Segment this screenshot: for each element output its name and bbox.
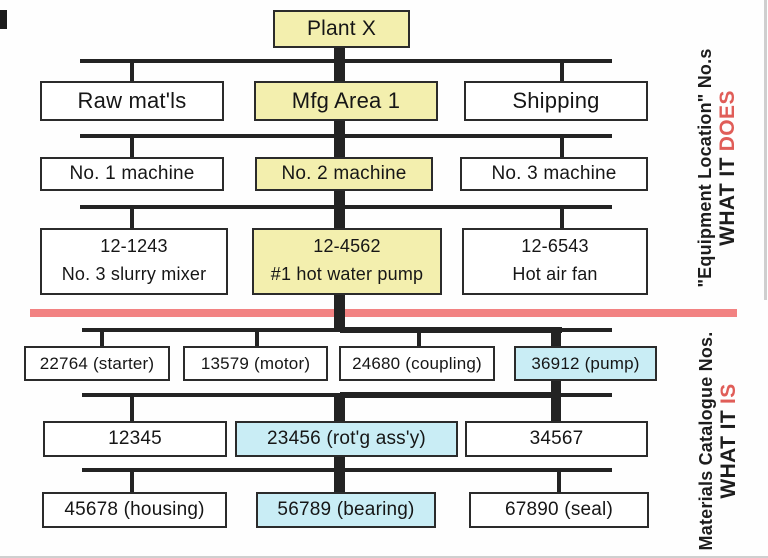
stub-machine1 — [130, 137, 134, 158]
materials-catalogue-caption: Materials Catalogue Nos. — [696, 331, 716, 551]
node-raw-materials: Raw mat'ls — [40, 81, 224, 121]
stub-coupling — [417, 331, 421, 346]
side-label-materials-catalogue: Materials Catalogue Nos. WHAT ITIS — [696, 316, 748, 558]
connector-rail-3 — [80, 205, 612, 209]
scan-edge-streak — [764, 0, 767, 300]
scan-speck — [0, 10, 7, 29]
trunk-plant-to-area — [334, 46, 345, 83]
equipment-code: 12-6543 — [521, 236, 589, 256]
red-divider-line — [30, 309, 737, 317]
stub-equip-right — [560, 208, 564, 229]
connector-rail-6 — [82, 468, 612, 472]
stub-shipping — [560, 62, 564, 82]
equipment-code: 12-1243 — [100, 236, 168, 256]
stub-12345 — [130, 396, 134, 422]
trunk-machine-to-equipment — [334, 189, 345, 230]
node-plant-x: Plant X — [273, 10, 410, 48]
connector-rail-2 — [80, 134, 612, 138]
equipment-location-caption: "Equipment Location" No.s — [695, 48, 715, 288]
node-hot-air-fan: 12-6543 Hot air fan — [462, 228, 648, 295]
stub-machine3 — [560, 137, 564, 158]
scan-bottom-edge — [0, 556, 768, 558]
connector-rail-5-heavy — [340, 392, 558, 398]
stub-starter — [100, 331, 104, 346]
equipment-name: Hot air fan — [512, 264, 598, 285]
node-slurry-mixer: 12-1243 No. 3 slurry mixer — [40, 228, 228, 295]
trunk-area-to-machine — [334, 119, 345, 159]
node-shipping: Shipping — [464, 81, 648, 121]
stub-seal — [557, 471, 561, 493]
node-motor: 13579 (motor) — [183, 346, 328, 381]
trunk-assembly-to-bearing — [334, 455, 345, 494]
equipment-name: #1 hot water pump — [270, 264, 424, 285]
what-it-is-caption: WHAT ITIS — [717, 383, 740, 499]
equipment-code: 12-4562 — [313, 236, 381, 256]
connector-rail-1 — [80, 59, 612, 63]
node-hot-water-pump: 12-4562 #1 hot water pump — [252, 228, 442, 295]
node-12345: 12345 — [43, 421, 227, 457]
connector-rail-4-heavy — [340, 327, 562, 333]
stub-housing — [130, 471, 134, 493]
node-pump: 36912 (pump) — [514, 346, 657, 381]
node-machine-2: No. 2 machine — [255, 157, 433, 191]
stub-motor — [255, 331, 259, 346]
side-label-equipment-location: "Equipment Location" No.s WHAT ITDOES — [695, 28, 747, 308]
node-34567: 34567 — [465, 421, 648, 457]
trunk-rail4-to-pump — [551, 332, 561, 347]
node-coupling: 24680 (coupling) — [339, 346, 495, 381]
trunk-pump-to-rail5 — [551, 379, 561, 423]
trunk-rail5-to-assembly — [334, 397, 345, 423]
node-machine-3: No. 3 machine — [460, 157, 648, 191]
stub-equip-left — [130, 208, 134, 229]
node-starter: 22764 (starter) — [24, 346, 170, 381]
node-mfg-area-1: Mfg Area 1 — [254, 81, 438, 121]
is-accent-text: IS — [717, 383, 740, 405]
does-accent-text: DOES — [716, 90, 739, 152]
stub-raw — [130, 62, 134, 82]
node-rotating-assembly: 23456 (rot'g ass'y) — [235, 421, 458, 457]
node-bearing: 56789 (bearing) — [256, 492, 436, 528]
node-machine-1: No. 1 machine — [40, 157, 224, 191]
node-housing: 45678 (housing) — [42, 492, 227, 528]
trunk-equipment-to-rail4 — [334, 294, 345, 332]
node-seal: 67890 (seal) — [469, 492, 649, 528]
equipment-name: No. 3 slurry mixer — [61, 264, 207, 285]
what-it-does-caption: WHAT ITDOES — [716, 90, 739, 246]
